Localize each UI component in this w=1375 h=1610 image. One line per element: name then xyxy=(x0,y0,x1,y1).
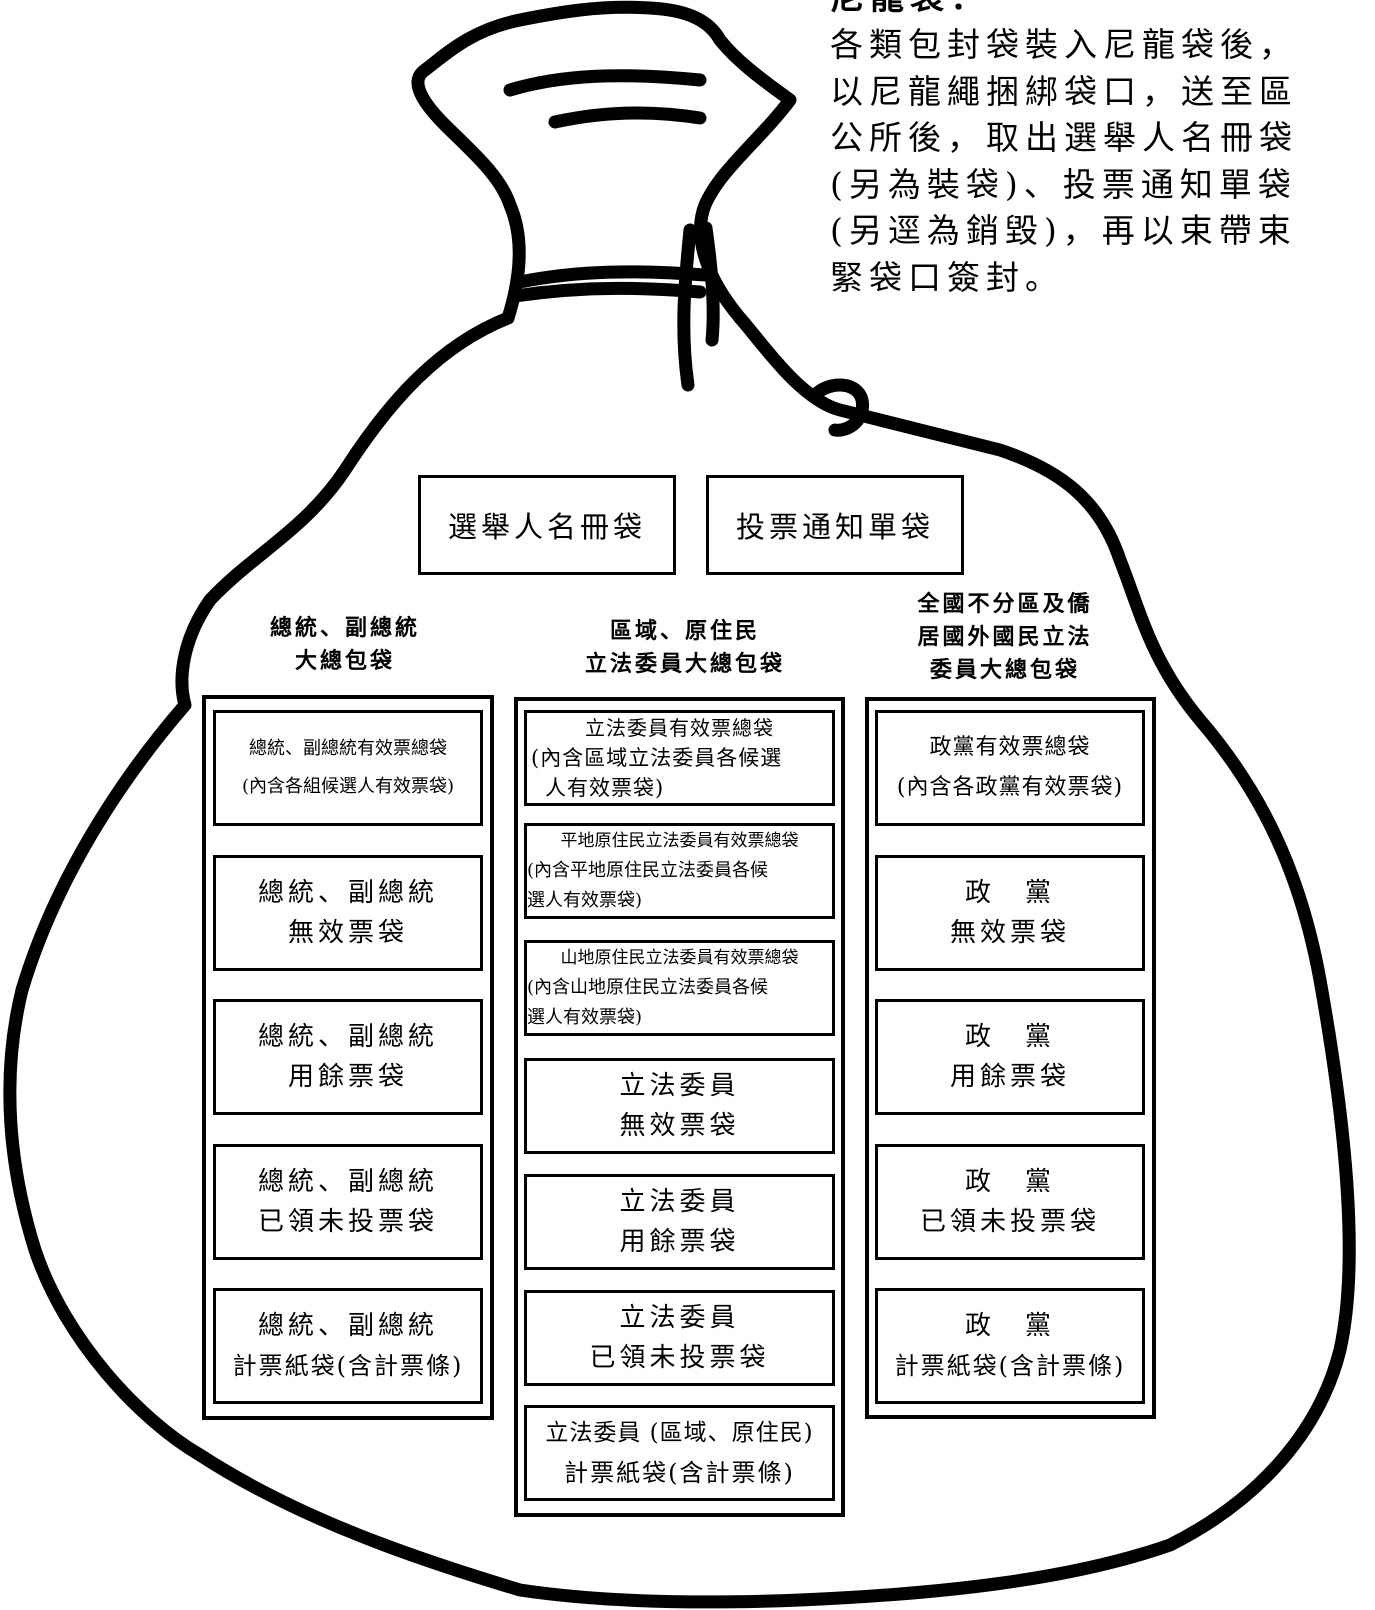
voter-roll-bag-box: 選舉人名冊袋 xyxy=(418,475,676,575)
legislator-valid-ballot-bag: 立法委員有效票總袋 (內含區域立法委員各候選 人有效票袋) xyxy=(524,710,835,806)
note-line: (另逕為銷毀)，再以束帶束 xyxy=(830,211,1297,250)
note-body: 各類包封袋裝入尼龍袋後， 以尼龍繩捆綁袋口，送至區 公所後，取出選舉人名冊袋 (… xyxy=(830,22,1300,301)
president-column-heading: 總統、副總統 大總包袋 xyxy=(269,615,420,674)
president-invalid-ballot-bag: 總統、副總統 無效票袋 xyxy=(213,855,483,971)
legislator-collected-not-cast-bag: 立法委員 已領未投票袋 xyxy=(524,1290,835,1386)
party-invalid-ballot-bag: 政 黨 無效票袋 xyxy=(875,855,1145,971)
note-line: 各類包封袋裝入尼龍袋後， xyxy=(830,25,1298,64)
party-column-heading: 全國不分區及僑 居國外國民立法 委員大總包袋 xyxy=(917,591,1093,683)
party-valid-ballot-bag: 政黨有效票總袋 (內含各政黨有效票袋) xyxy=(875,710,1145,826)
note-line: 緊袋口簽封。 xyxy=(830,257,1064,297)
voting-notice-bag-label: 投票通知單袋 xyxy=(735,510,934,544)
mountain-indigenous-valid-ballot-bag: 山地原住民立法委員有效票總袋 (內含山地原住民立法委員各候 選人有效票袋) xyxy=(524,940,835,1036)
legislator-invalid-ballot-bag: 立法委員 無效票袋 xyxy=(524,1058,835,1154)
plain-indigenous-valid-ballot-bag: 平地原住民立法委員有效票總袋 (內含平地原住民立法委員各候 選人有效票袋) xyxy=(524,823,835,919)
note-line: 公所後，取出選舉人名冊袋 xyxy=(830,118,1298,157)
legislator-unused-ballot-bag: 立法委員 用餘票袋 xyxy=(524,1174,835,1270)
president-collected-not-cast-bag: 總統、副總統 已領未投票袋 xyxy=(213,1144,483,1260)
bag-body-outline xyxy=(3,311,1356,1609)
legislator-column-heading: 區域、原住民 立法委員大總包袋 xyxy=(584,618,785,677)
president-unused-ballot-bag: 總統、副總統 用餘票袋 xyxy=(213,999,483,1115)
party-collected-not-cast-bag: 政 黨 已領未投票袋 xyxy=(875,1144,1145,1260)
legislator-tally-paper-bag: 立法委員 (區域、原住民) 計票紙袋(含計票條) xyxy=(524,1405,835,1501)
note-line: 以尼龍繩捆綁袋口，送至區 xyxy=(830,71,1298,111)
president-valid-ballot-bag: 總統、副總統有效票總袋 (內含各組候選人有效票袋) xyxy=(213,710,483,826)
voter-roll-bag-label: 選舉人名冊袋 xyxy=(447,510,646,544)
note-line: (另為裝袋)、投票通知單袋 xyxy=(830,164,1297,204)
party-tally-paper-bag: 政 黨 計票紙袋(含計票條) xyxy=(875,1288,1145,1404)
party-unused-ballot-bag: 政 黨 用餘票袋 xyxy=(875,999,1145,1115)
voting-notice-bag-box: 投票通知單袋 xyxy=(706,475,964,575)
president-tally-paper-bag: 總統、副總統 計票紙袋(含計票條) xyxy=(213,1288,483,1404)
bag-neck-outline xyxy=(411,0,797,325)
bag-mouth-fold xyxy=(503,69,707,97)
note-title: 尼龍袋： xyxy=(830,0,1310,18)
rope-tie xyxy=(677,223,697,392)
